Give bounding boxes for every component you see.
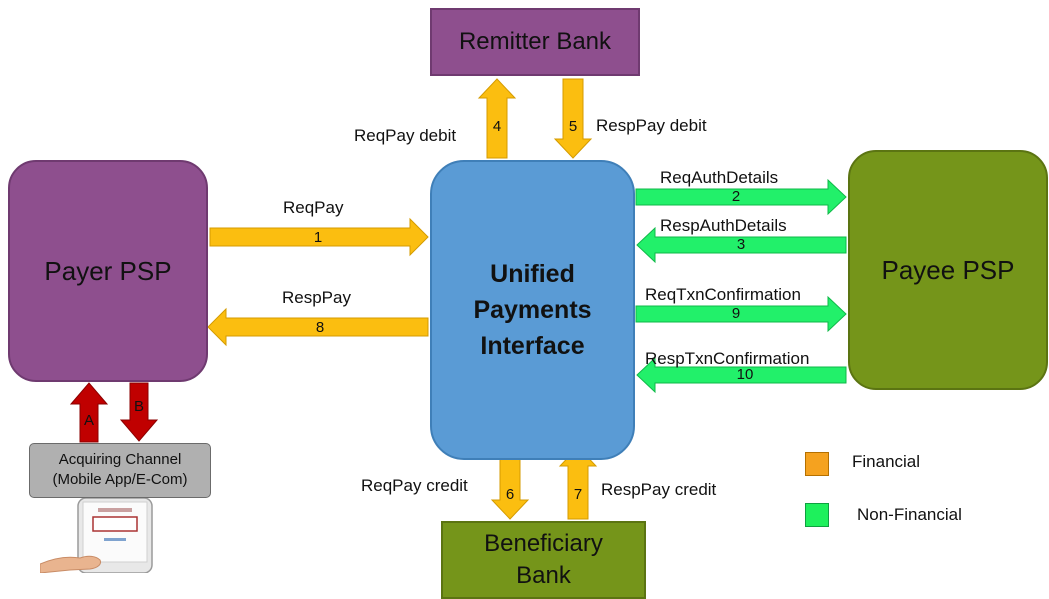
legend-swatch-nonfinancial	[805, 503, 829, 527]
remitter-bank-node: Remitter Bank	[430, 8, 640, 76]
label-reqpay: ReqPay	[283, 198, 344, 217]
arrow-resppay-debit	[553, 78, 593, 159]
legend-label-financial: Financial	[852, 452, 921, 471]
arrow-a	[69, 382, 109, 443]
label-resptxnconfirmation: RespTxnConfirmation	[645, 349, 810, 368]
num-b: B	[133, 398, 144, 415]
arrow-resppay	[207, 307, 429, 347]
arrow-b	[119, 382, 159, 442]
arrow-respauthdetails	[636, 226, 847, 264]
beneficiary-bank-node: Beneficiary Bank	[441, 521, 646, 599]
payee-psp-label: Payee PSP	[881, 254, 1015, 285]
arrow-reqtxnconfirmation	[635, 295, 847, 333]
payer-psp-node: Payer PSP	[8, 160, 208, 382]
label-respauthdetails: RespAuthDetails	[660, 216, 787, 235]
label-resppay-credit: RespPay credit	[601, 480, 717, 499]
upi-label-line-2: Payments	[473, 295, 592, 324]
num-respauthdetails: 3	[736, 236, 746, 253]
legend-label-nonfinancial: Non-Financial	[857, 505, 962, 524]
num-resppay-credit: 7	[573, 486, 583, 503]
phone-hand-illustration	[40, 498, 153, 573]
num-reqpay: 1	[313, 229, 323, 246]
acquiring-channel-node: Acquiring Channel (Mobile App/E-Com)	[29, 443, 211, 498]
label-reqtxnconfirmation: ReqTxnConfirmation	[645, 285, 801, 304]
remitter-bank-label: Remitter Bank	[458, 28, 612, 55]
label-reqpay-debit: ReqPay debit	[354, 126, 457, 145]
label-reqpay-credit: ReqPay credit	[361, 476, 468, 495]
num-reqauthdetails: 2	[731, 188, 741, 205]
beneficiary-label-line-1: Beneficiary	[484, 529, 603, 557]
arrow-resptxnconfirmation	[636, 356, 847, 394]
label-resppay-debit: RespPay debit	[596, 116, 707, 135]
label-resppay: RespPay	[282, 288, 351, 307]
num-resppay: 8	[315, 319, 325, 336]
payer-psp-label: Payer PSP	[44, 255, 172, 286]
upi-label-line-1: Unified	[490, 259, 575, 288]
label-reqauthdetails: ReqAuthDetails	[660, 168, 779, 187]
num-a: A	[83, 412, 94, 429]
num-reqtxnconfirmation: 9	[731, 305, 741, 322]
num-resppay-debit: 5	[568, 118, 578, 135]
arrow-reqpay-debit	[477, 78, 517, 159]
acquiring-label-line-2: (Mobile App/E-Com)	[52, 470, 188, 488]
num-reqpay-credit: 6	[505, 486, 515, 503]
legend-swatch-financial	[805, 452, 829, 476]
upi-label-line-3: Interface	[480, 332, 585, 361]
arrow-reqpay	[209, 217, 429, 257]
acquiring-label-line-1: Acquiring Channel	[58, 451, 182, 468]
beneficiary-label-line-2: Bank	[516, 562, 571, 589]
arrow-reqauthdetails	[635, 178, 847, 216]
num-reqpay-debit: 4	[492, 118, 502, 135]
payee-psp-node: Payee PSP	[848, 150, 1048, 390]
num-resptxnconfirmation: 10	[736, 366, 754, 383]
upi-node: Unified Payments Interface	[430, 160, 635, 460]
